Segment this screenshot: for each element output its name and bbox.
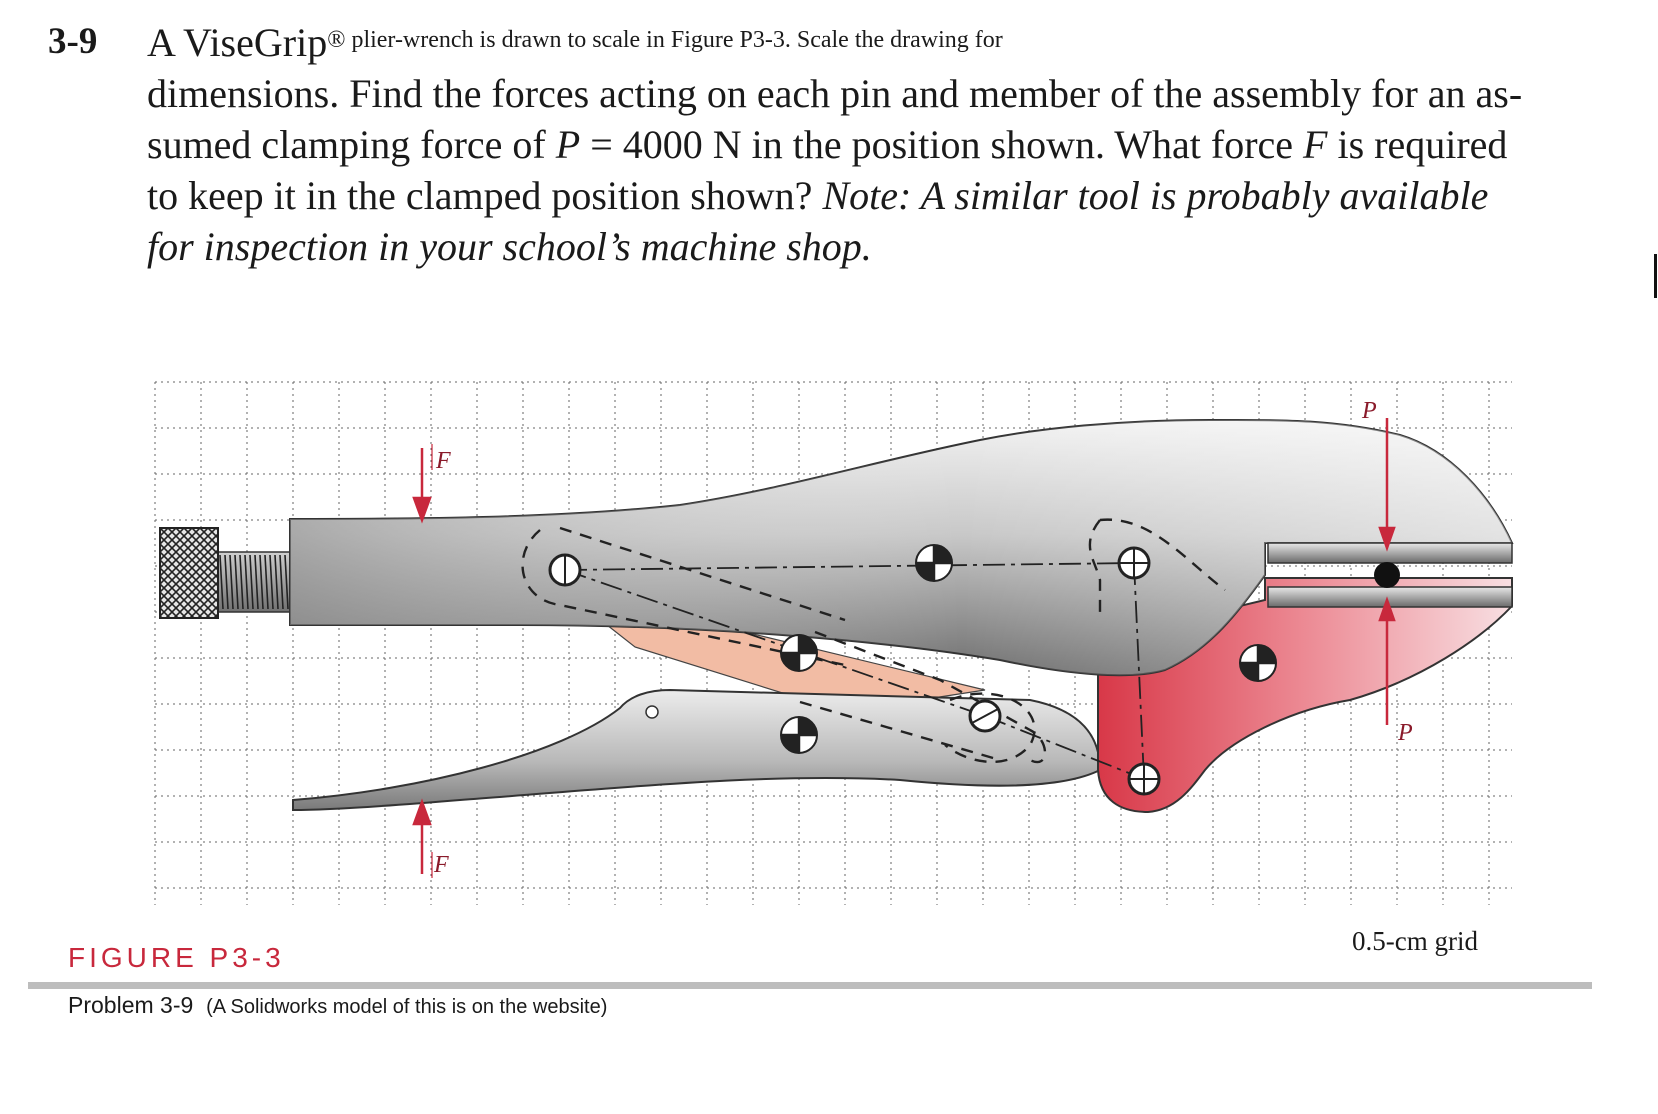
problem-text-segment: is required — [1327, 122, 1508, 167]
caption-divider — [28, 982, 1592, 989]
problem-line-2: dimensions. Find the forces acting on ea… — [147, 71, 1523, 116]
variable-f: F — [1303, 122, 1328, 167]
problem-text-segment: sumed clamping force of — [147, 122, 556, 167]
force-label-f-top: F — [435, 448, 451, 474]
screw-thread-line — [274, 554, 279, 610]
figure-caption: Problem 3-9 (A Solidworks model of this … — [68, 992, 607, 1019]
screw-thread-line — [254, 554, 259, 610]
problem-line-1: A ViseGrip® plier-wrench is drawn to sca… — [147, 17, 1617, 68]
knurled-knob — [159, 527, 219, 619]
force-arrowhead-f-bottom — [412, 798, 432, 826]
screw-thread-line — [239, 554, 244, 610]
variable-p: P — [555, 122, 581, 167]
screw-thread-line — [244, 554, 249, 610]
problem-text-segment: = 4000 N in the position shown. What for… — [580, 122, 1304, 167]
pin-h — [1127, 762, 1161, 796]
grid-scale-label: 0.5-cm grid — [1352, 926, 1478, 956]
pin-a — [548, 553, 582, 587]
problem-note: Note: A similar tool is probably availab… — [822, 173, 1489, 218]
force-arrows — [412, 418, 1396, 874]
screw-thread-line — [259, 554, 264, 610]
caption-title: Problem 3-9 — [68, 992, 194, 1018]
pin-b — [915, 544, 953, 582]
link-outlines — [521, 518, 1226, 764]
figure-label: FIGURE P3-3 — [68, 942, 285, 973]
lower-handle — [292, 688, 1102, 812]
problem-text-segment: A ViseGrip — [147, 20, 328, 65]
pin-d — [780, 634, 818, 672]
force-label-p-top: P — [1361, 398, 1377, 424]
screw-thread-line — [224, 554, 229, 610]
text-cursor — [1654, 254, 1657, 298]
screw-thread-line — [219, 554, 224, 610]
pin-f — [780, 716, 818, 754]
problem-line-3: sumed clamping force of P = 4000 N in th… — [147, 119, 1617, 170]
force-label-p-bottom: P — [1397, 720, 1413, 746]
pin-e — [1239, 644, 1277, 682]
pin-c — [1117, 546, 1151, 580]
force-arrowhead-p-bottom — [1378, 596, 1396, 622]
screw-thread-line — [229, 554, 234, 610]
pin-g — [968, 699, 1002, 733]
upper-jaw-rod — [1267, 542, 1513, 564]
screw-thread-line — [249, 554, 254, 610]
problem-line-5: for inspection in your school’s machine … — [147, 224, 872, 269]
screw-thread-line — [234, 554, 239, 610]
release-hole — [645, 705, 659, 719]
problem-statement: A ViseGrip® plier-wrench is drawn to sca… — [147, 17, 1617, 272]
screw-thread-line — [284, 554, 289, 610]
caption-note: (A Solidworks model of this is on the we… — [206, 996, 608, 1018]
lower-jaw-rod — [1267, 586, 1513, 608]
centerlines — [564, 562, 1145, 780]
workpiece — [1374, 562, 1400, 588]
force-label-f-bottom: F — [433, 852, 449, 878]
screw-thread-line — [264, 554, 269, 610]
problem-line-4: to keep it in the clamped position shown… — [147, 170, 1617, 221]
force-arrowhead-f-top — [412, 496, 432, 524]
registered-mark: ® plier-wrench is drawn to scale in Figu… — [327, 27, 1003, 53]
screw-thread-line — [279, 554, 284, 610]
force-arrowhead-p-top — [1378, 526, 1396, 552]
screw-thread-line — [269, 554, 274, 610]
problem-text-segment: to keep it in the clamped position shown… — [147, 173, 823, 218]
problem-number: 3-9 — [48, 21, 98, 62]
